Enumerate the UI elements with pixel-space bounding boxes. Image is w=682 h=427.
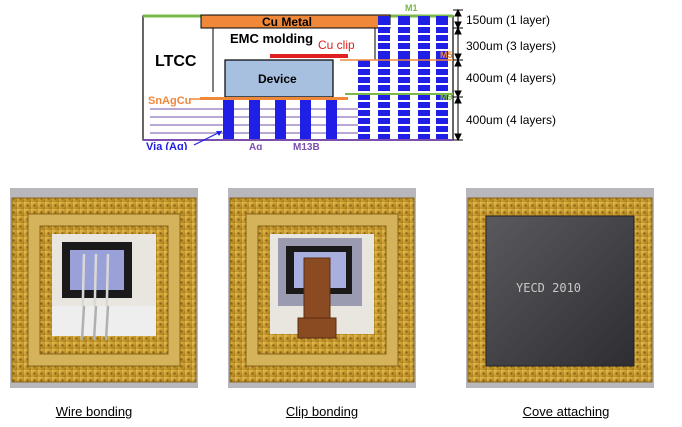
dimension-label-3: 400um (4 layers): [466, 71, 556, 85]
device-vias: [223, 100, 337, 140]
snagcu-label: SnAgCu: [148, 95, 191, 107]
m13b-label: M13B: [293, 142, 320, 150]
dimension-brackets: [453, 8, 463, 142]
snagcu-strip: [200, 97, 348, 100]
cu-clip-bar: [270, 54, 348, 58]
caption-wire-bonding: Wire bonding: [55, 404, 133, 419]
lid-stamp: YECD 2010: [516, 281, 581, 295]
ag-label: Ag: [249, 142, 262, 150]
cu-metal-label: Cu Metal: [262, 15, 312, 29]
photo-cove-attaching: YECD 2010: [466, 188, 654, 388]
emc-molding-label: EMC molding: [230, 31, 313, 46]
ltcc-label: LTCC: [155, 53, 197, 70]
cu-clip-label: Cu clip: [318, 38, 355, 52]
cross-section-diagram: Cu Metal EMC molding Cu clip LTCC Device…: [142, 3, 556, 150]
device-block: [224, 59, 334, 98]
m9-label: M9: [440, 92, 453, 102]
caption-cove-attaching: Cove attaching: [522, 404, 610, 419]
via-arrow: [193, 130, 223, 146]
m1-label: M1: [405, 3, 418, 13]
m5-label: M5: [440, 50, 453, 60]
dimension-label-1: 150um (1 layer): [466, 13, 550, 27]
via-label: Via (Ag): [146, 141, 188, 150]
right-via-stack: [358, 16, 450, 140]
device-label: Device: [258, 72, 297, 86]
caption-clip-bonding: Clip bonding: [285, 404, 359, 419]
photo-clip-bonding: [228, 188, 416, 388]
dimension-label-2: 300um (3 layers): [466, 39, 556, 53]
photo-wire-bonding: [10, 188, 198, 388]
dimension-label-4: 400um (4 layers): [466, 113, 556, 127]
